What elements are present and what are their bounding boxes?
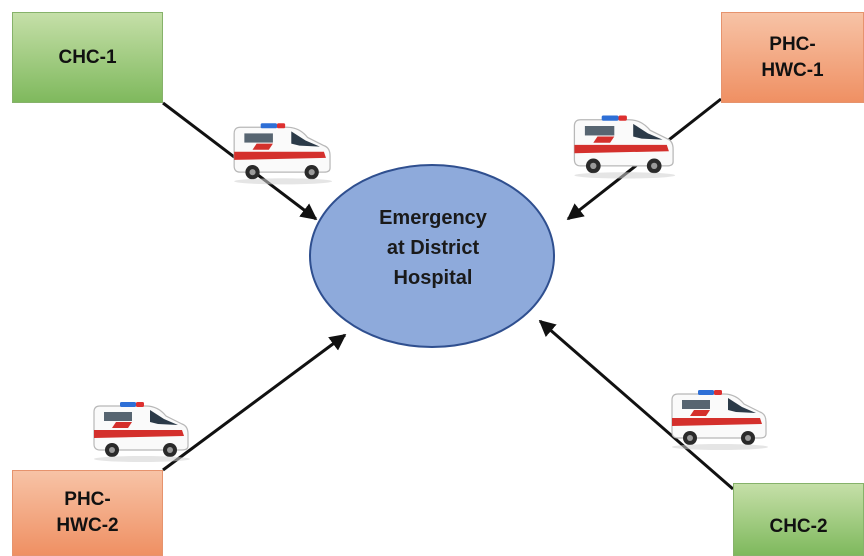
hospital-ellipse (309, 164, 555, 348)
node-chc2: CHC-2 (733, 483, 864, 556)
node-phc-hwc2-label-line: HWC-2 (56, 515, 119, 536)
node-chc1-label: CHC-1 (58, 46, 117, 68)
hospital-label-line: at District (386, 237, 480, 259)
hospital-label: Emergency at District Hospital (338, 203, 528, 293)
node-phc-hwc2: PHC- HWC-2 (12, 470, 163, 556)
arrow-chc2-to-hospital (538, 319, 734, 491)
hospital-label-line: Hospital (393, 267, 473, 289)
node-phc-hwc1: PHC- HWC-1 (721, 12, 864, 103)
node-phc-hwc2-label-line: PHC- (64, 489, 111, 511)
ambulance-icon (233, 122, 333, 186)
node-chc1: CHC-1 (12, 12, 163, 103)
node-chc2-label: CHC-2 (769, 515, 828, 537)
arrow-phc-hwc2-to-hospital (162, 333, 347, 472)
node-phc-hwc1-label-line: PHC- (769, 33, 816, 55)
ambulance-icon (93, 401, 191, 463)
ambulance-icon (671, 389, 769, 451)
hospital-label-line: Emergency (379, 207, 487, 229)
ambulance-icon (573, 114, 676, 180)
node-phc-hwc1-label-line: HWC-1 (761, 59, 824, 81)
